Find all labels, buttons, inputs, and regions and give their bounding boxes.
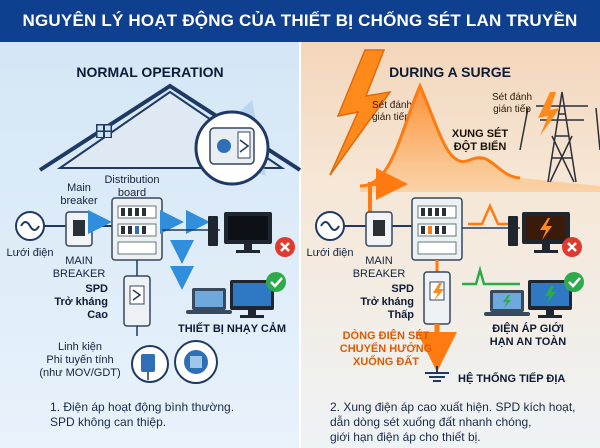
voltage-label-1: ĐIỆN ÁP GIỚI [492, 322, 564, 335]
voltage-label-2: HẠN AN TOÀN [490, 335, 566, 348]
right-monitor-icon [528, 280, 572, 318]
diagram-canvas: NORMAL OPERATION Lưới điện Main [0, 42, 600, 448]
indirect-strike-label-2a: Sét đánh [492, 92, 532, 103]
right-spike-trace [468, 202, 512, 226]
left-spd-label-2: Trở kháng [54, 296, 108, 308]
left-distribution-board [111, 197, 163, 261]
left-laptop-icon [186, 288, 232, 314]
indirect-strike-label-2b: gián tiếp [493, 103, 531, 115]
transmission-tower-icon [519, 91, 600, 183]
left-main-breaker-top-label-2: breaker [60, 195, 98, 207]
left-sensitive-devices-label: THIẾT BỊ NHẠY CẢM [178, 322, 286, 335]
left-main-breaker-top-label: Main [67, 182, 91, 194]
diverted-label-2: CHUYỂN HƯỚNG [340, 342, 432, 355]
left-main-breaker-bottom-label: MAIN [65, 255, 93, 267]
right-spd-label-3: Thấp [388, 309, 415, 321]
left-main-breaker [65, 211, 93, 247]
dist-board-label-1: Distribution [104, 174, 159, 186]
diverted-label-1: DÒNG ĐIỆN SÉT [343, 329, 430, 342]
left-spd-device [123, 275, 151, 327]
left-caption: 1. Điện áp hoạt động bình thường. SPD kh… [50, 400, 234, 430]
dist-board-label-2: board [118, 187, 146, 199]
left-cross-icon [275, 237, 295, 257]
right-spd-device [423, 271, 451, 325]
left-spd-label-1: SPD [85, 283, 108, 295]
surge-waveform-line [359, 82, 521, 188]
left-caption-line-2: SPD không can thiệp. [50, 415, 167, 429]
diverted-label-3: XUỐNG ĐẤT [353, 354, 419, 368]
surge-label-2: ĐỘT BIẾN [454, 140, 507, 153]
indirect-strike-label-1b: gián tiếp [372, 111, 410, 123]
right-laptop-icon [484, 290, 530, 316]
right-main-breaker-label-1: MAIN [365, 255, 393, 267]
left-desktop-computer-icon [208, 212, 272, 253]
right-spd-label-2: Trở kháng [360, 296, 414, 308]
right-caption-line-2: dẫn dòng sét xuống đất nhanh chóng, [330, 415, 532, 429]
component-label-3: (như MOV/GDT) [39, 367, 120, 379]
surge-entry-arrow [368, 168, 408, 212]
right-caption-line-3: giới hạn điện áp cho thiết bị. [330, 430, 481, 444]
grid-source-icon [15, 211, 45, 241]
indirect-strike-label-1a: Sét đánh [372, 100, 412, 111]
right-check-icon [564, 272, 584, 292]
page-title: NGUYÊN LÝ HOẠT ĐỘNG CỦA THIẾT BỊ CHỐNG S… [0, 0, 600, 72]
left-spd-label-3: Cao [87, 309, 108, 321]
right-grid-source-icon [315, 211, 345, 241]
left-monitor-icon [230, 280, 274, 318]
zoom-circle-spd-detail [194, 100, 270, 186]
left-check-icon [266, 272, 286, 292]
small-lightning-icon [538, 92, 560, 136]
gdt-component-icon [174, 340, 218, 384]
right-heading: DURING A SURGE [389, 64, 511, 80]
right-desktop-computer-icon [508, 212, 570, 253]
right-clamped-trace [462, 265, 520, 286]
surge-label-1: XUNG SÉT [452, 127, 509, 140]
ground-icon [425, 366, 449, 382]
lightning-bolt-icon [329, 49, 392, 176]
right-cross-icon [562, 237, 582, 257]
right-grid-label: Lưới điện [307, 247, 354, 259]
left-caption-line-1: 1. Điện áp hoạt động bình thường. [50, 400, 235, 414]
right-main-breaker-label-2: BREAKER [353, 268, 406, 280]
component-label-2: Phi tuyến tính [46, 354, 113, 366]
right-caption: 2. Xung điện áp cao xuất hiện. SPD kích … [330, 400, 576, 445]
left-main-breaker-bottom-label-2: BREAKER [53, 268, 106, 280]
grounding-label: HỆ THỐNG TIẾP ĐỊA [458, 371, 565, 385]
surge-waveform [360, 86, 600, 192]
component-label-1: Linh kiện [58, 341, 102, 353]
right-caption-line-1: 2. Xung điện áp cao xuất hiện. SPD kích … [330, 400, 576, 414]
left-grid-label: Lưới điện [7, 247, 54, 259]
right-spd-label-1: SPD [391, 283, 414, 295]
right-distribution-board [411, 197, 463, 261]
left-flow-arrows [88, 210, 210, 290]
mov-component-icon [131, 345, 169, 383]
right-main-breaker [365, 211, 393, 247]
left-heading: NORMAL OPERATION [76, 64, 223, 80]
